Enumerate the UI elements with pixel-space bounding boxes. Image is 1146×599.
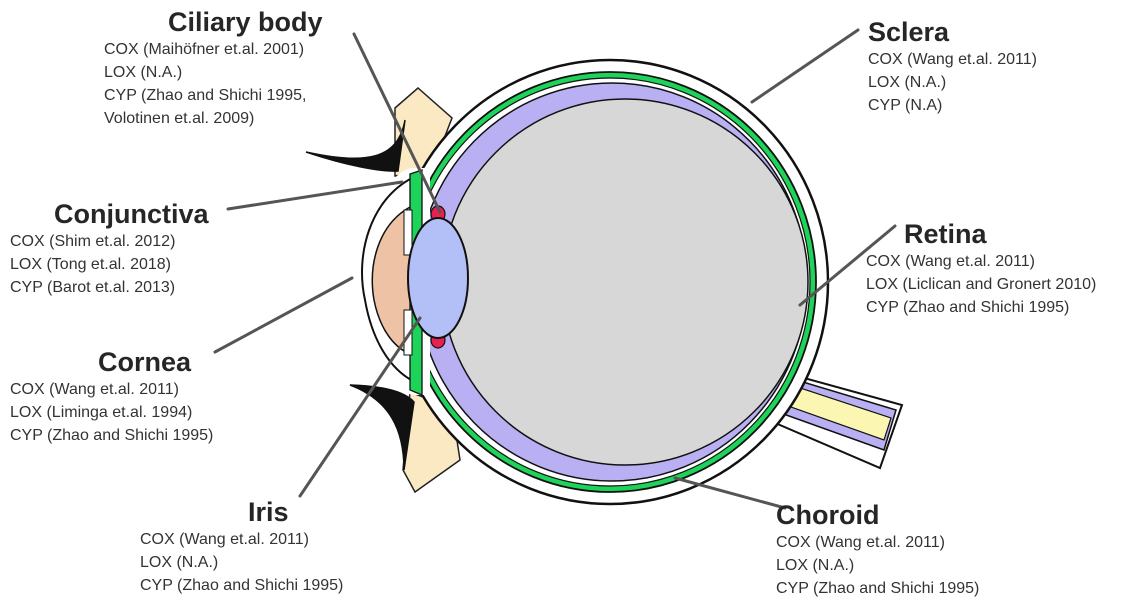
leader-line-cornea	[215, 278, 352, 352]
leader-line-choroid	[675, 478, 785, 508]
conjunctiva-title: Conjunctiva	[54, 198, 209, 230]
ciliary-body-line-3: CYP (Zhao and Shichi 1995,	[104, 84, 323, 107]
label-conjunctiva: Conjunctiva COX (Shim et.al. 2012) LOX (…	[10, 198, 209, 299]
choroid-line-3: CYP (Zhao and Shichi 1995)	[776, 577, 979, 599]
leader-line-sclera	[752, 30, 858, 102]
ciliary-body-line-4: Volotinen et.al. 2009)	[104, 107, 323, 130]
iris-line-3: CYP (Zhao and Shichi 1995)	[140, 574, 343, 597]
label-choroid: Choroid COX (Wang et.al. 2011) LOX (N.A.…	[776, 499, 979, 599]
cornea-title: Cornea	[98, 346, 213, 378]
sclera-line-1: COX (Wang et.al. 2011)	[868, 48, 1037, 71]
choroid-title: Choroid	[776, 499, 979, 531]
vitreous-body	[442, 99, 808, 465]
iris-line-1: COX (Wang et.al. 2011)	[140, 528, 343, 551]
ciliary-body-title: Ciliary body	[168, 6, 323, 38]
label-iris: Iris COX (Wang et.al. 2011) LOX (N.A.) C…	[140, 496, 343, 597]
cornea-line-2: LOX (Liminga et.al. 1994)	[10, 401, 213, 424]
conjunctiva-line-3: CYP (Barot et.al. 2013)	[10, 276, 209, 299]
retina-line-1: COX (Wang et.al. 2011)	[866, 250, 1096, 273]
ciliary-body-line-2: LOX (N.A.)	[104, 61, 323, 84]
cornea-line-3: CYP (Zhao and Shichi 1995)	[10, 424, 213, 447]
choroid-line-1: COX (Wang et.al. 2011)	[776, 531, 979, 554]
cornea-line-1: COX (Wang et.al. 2011)	[10, 378, 213, 401]
sclera-line-3: CYP (N.A)	[868, 94, 1037, 117]
label-retina: Retina COX (Wang et.al. 2011) LOX (Licli…	[866, 218, 1096, 319]
leader-line-conjunctiva	[228, 182, 402, 209]
label-sclera: Sclera COX (Wang et.al. 2011) LOX (N.A.)…	[868, 16, 1037, 117]
iris-line-2: LOX (N.A.)	[140, 551, 343, 574]
choroid-line-2: LOX (N.A.)	[776, 554, 979, 577]
label-cornea: Cornea COX (Wang et.al. 2011) LOX (Limin…	[10, 346, 213, 447]
ciliary-body-line-1: COX (Maihöfner et.al. 2001)	[104, 38, 323, 61]
label-ciliary-body: Ciliary body COX (Maihöfner et.al. 2001)…	[104, 6, 323, 130]
retina-line-2: LOX (Liclican and Gronert 2010)	[866, 273, 1096, 296]
iris-title: Iris	[248, 496, 343, 528]
retina-line-3: CYP (Zhao and Shichi 1995)	[866, 296, 1096, 319]
sclera-title: Sclera	[868, 16, 1037, 48]
retina-title: Retina	[904, 218, 1096, 250]
sclera-line-2: LOX (N.A.)	[868, 71, 1037, 94]
conjunctiva-line-1: COX (Shim et.al. 2012)	[10, 230, 209, 253]
conjunctiva-line-2: LOX (Tong et.al. 2018)	[10, 253, 209, 276]
